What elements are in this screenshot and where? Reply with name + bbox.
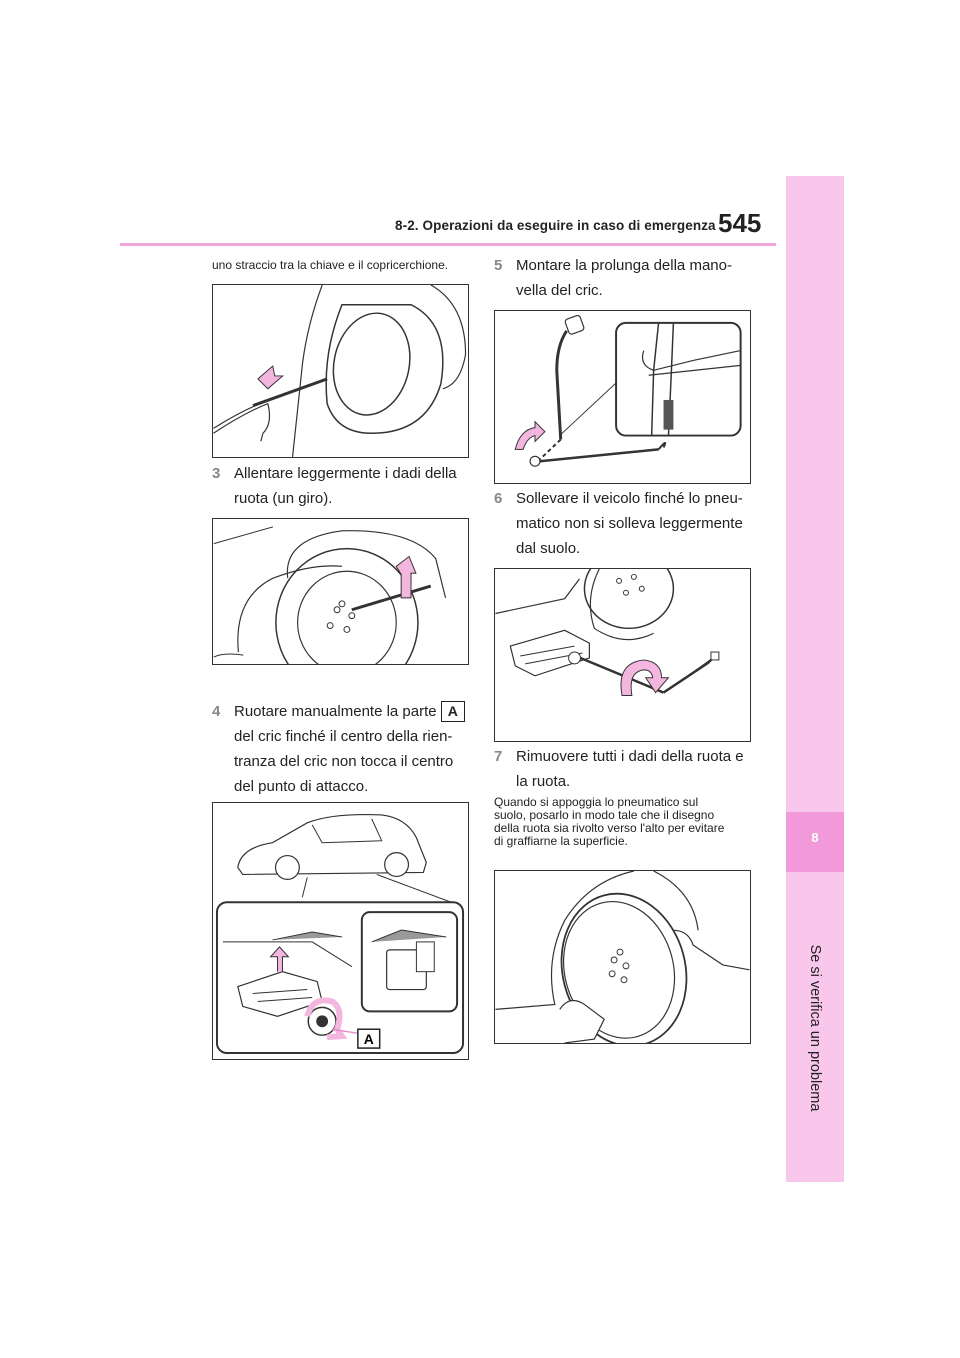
figure-loosen-nuts bbox=[212, 518, 469, 665]
callout-a-inline: A bbox=[440, 701, 465, 722]
figure-jack-position: A bbox=[212, 802, 469, 1060]
step-4: 4 Ruotare manualmente la parte A del cri… bbox=[212, 699, 474, 795]
header-rule bbox=[120, 243, 776, 246]
step-5-line-1: Montare la prolunga della mano- bbox=[516, 257, 732, 274]
step-7-number: 7 bbox=[494, 748, 503, 765]
figure-remove-wheel bbox=[494, 870, 751, 1044]
step-3-line-2: ruota (un giro). bbox=[234, 490, 333, 507]
page-number: 545 bbox=[718, 208, 762, 238]
note-line-1: Quando si appoggia lo pneumatico sul bbox=[494, 795, 699, 809]
figure-raise-vehicle bbox=[494, 568, 751, 742]
note-line-4: di graffiarne la superficie. bbox=[494, 834, 628, 848]
figure-wheel-cover-removal bbox=[212, 284, 469, 458]
figure-handle-extension bbox=[494, 310, 751, 484]
raise-vehicle-illustration bbox=[495, 569, 720, 697]
chapter-title: Se si verifica un problema bbox=[807, 944, 823, 1112]
step-5: 5 Montare la prolunga della mano- vella … bbox=[494, 253, 756, 299]
step-4-line-3: tranza del cric non tocca il centro bbox=[234, 753, 454, 770]
chapter-number: 8 bbox=[811, 830, 819, 845]
handle-extension-illustration bbox=[514, 314, 742, 467]
note-line-3: della ruota sia rivolto verso l'alto per… bbox=[494, 821, 725, 835]
step-4-line-1: Ruotare manualmente la parte A bbox=[234, 699, 474, 724]
step-4-number: 4 bbox=[212, 703, 221, 720]
step-4-line-2: del cric finché il centro della rien- bbox=[234, 728, 453, 745]
remove-wheel-illustration bbox=[495, 871, 750, 1043]
chapter-number-box bbox=[786, 812, 844, 872]
step-3: 3 Allentare leggermente i dadi della ruo… bbox=[212, 461, 474, 507]
step-5-number: 5 bbox=[494, 257, 503, 274]
step-6: 6 Sollevare il veicolo finché lo pneu- m… bbox=[494, 486, 756, 557]
step-6-line-1: Sollevare il veicolo finché lo pneu- bbox=[516, 490, 743, 507]
step-3-line-1: Allentare leggermente i dadi della bbox=[234, 465, 457, 482]
step-5-line-2: vella del cric. bbox=[516, 282, 603, 299]
step-7: 7 Rimuovere tutti i dadi della ruota e l… bbox=[494, 744, 756, 790]
loosen-nuts-illustration bbox=[213, 526, 447, 664]
chapter-side-strip bbox=[786, 176, 844, 1182]
wheel-cover-illustration bbox=[213, 285, 467, 457]
step-7-line-2: la ruota. bbox=[516, 773, 571, 790]
continuation-text: uno straccio tra la chiave e il copricer… bbox=[212, 258, 449, 272]
step-3-number: 3 bbox=[212, 465, 221, 482]
tire-placement-note: Quando si appoggia lo pneumatico sul suo… bbox=[494, 796, 756, 848]
step-4-line-1-text: Ruotare manualmente la parte bbox=[234, 703, 437, 720]
step-4-line-4: del punto di attacco. bbox=[234, 778, 369, 795]
step-6-line-2: matico non si solleva leggermente bbox=[516, 515, 743, 532]
step-6-number: 6 bbox=[494, 490, 503, 507]
section-title: 8-2. Operazioni da eseguire in caso di e… bbox=[395, 218, 716, 233]
note-line-2: suolo, posarlo in modo tale che il diseg… bbox=[494, 808, 715, 822]
jack-position-illustration: A bbox=[215, 814, 465, 1055]
callout-a-figure: A bbox=[364, 1031, 374, 1047]
step-6-line-3: dal suolo. bbox=[516, 540, 581, 557]
step-7-line-1: Rimuovere tutti i dadi della ruota e bbox=[516, 748, 744, 765]
